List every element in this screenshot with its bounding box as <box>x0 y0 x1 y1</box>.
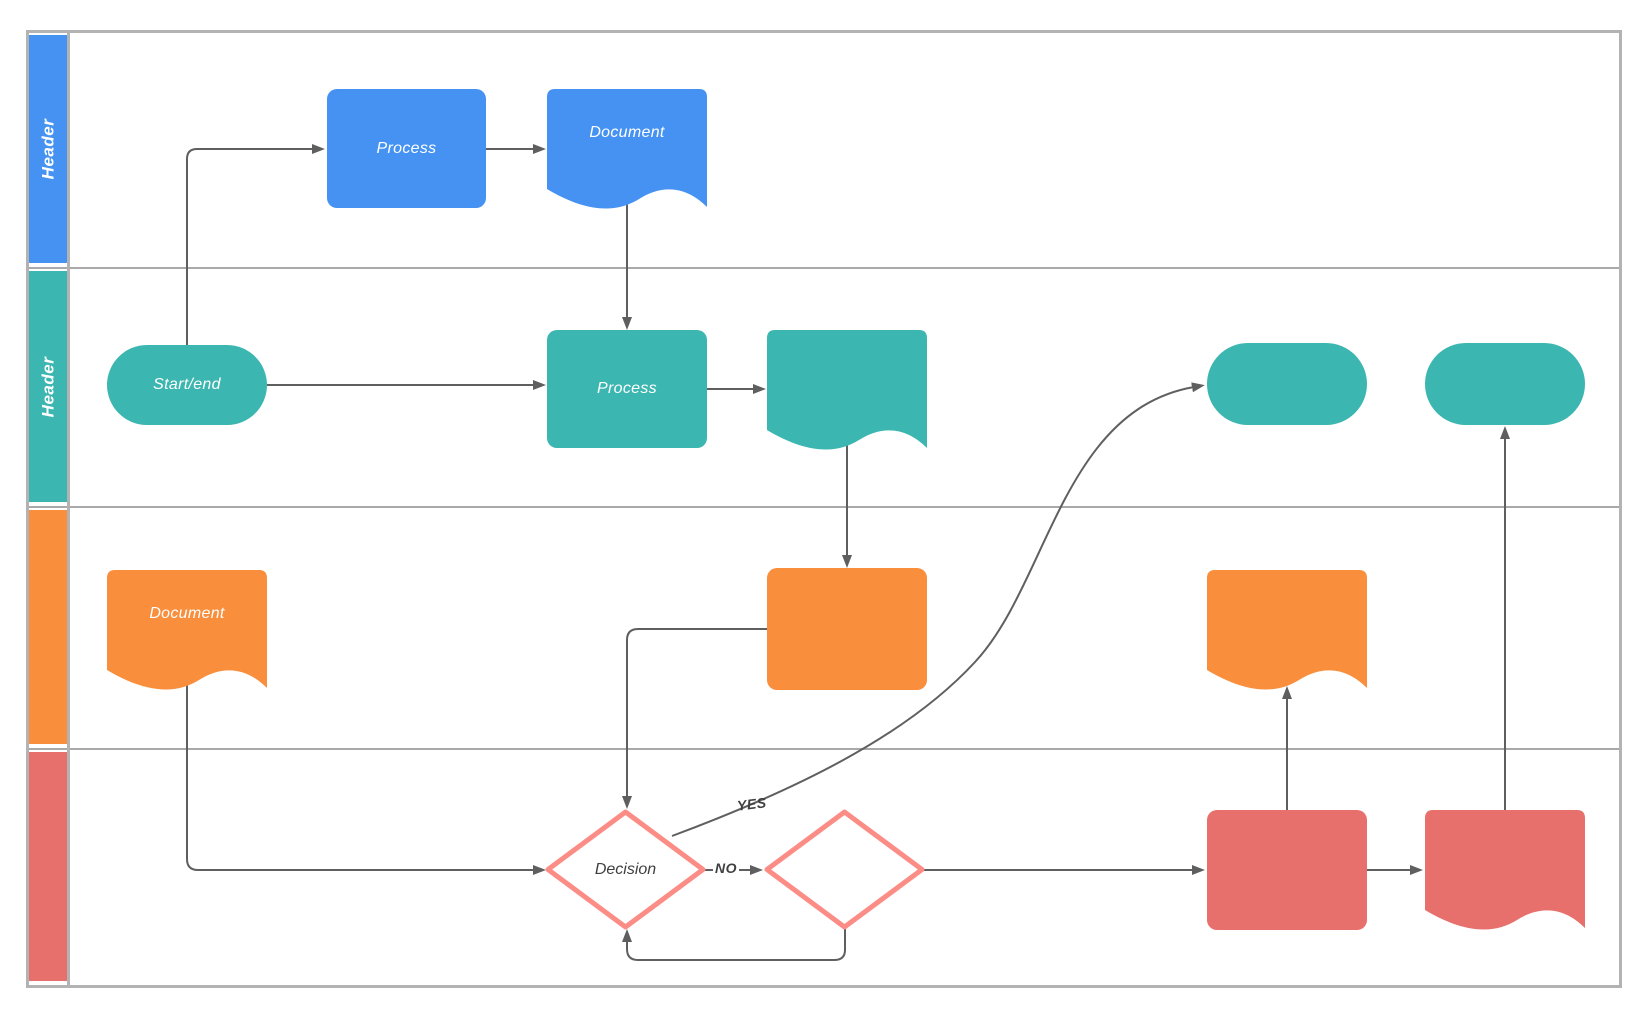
document-shape <box>1425 810 1585 930</box>
lane-row-1: Header <box>29 33 1619 269</box>
start-end-label: Start/end <box>153 376 221 393</box>
decision-second-label <box>762 807 927 932</box>
edge-label-no[interactable]: NO <box>713 860 739 876</box>
process-orange-node[interactable] <box>767 568 927 690</box>
document-blue-node[interactable]: Document <box>547 89 707 209</box>
terminator-right-1-node[interactable] <box>1207 343 1367 425</box>
lane-header-band-blue[interactable]: Header <box>29 35 67 263</box>
document-shape <box>1207 570 1367 690</box>
document-teal-node[interactable] <box>767 330 927 450</box>
lane-row-2: Header <box>29 269 1619 508</box>
process-teal-label: Process <box>597 380 657 397</box>
document-orange-left-label: Document <box>149 605 225 623</box>
decision-main-label: Decision <box>594 860 657 878</box>
connector-startend-to-process-blue[interactable] <box>186 144 325 345</box>
document-red-node[interactable] <box>1425 810 1585 930</box>
document-shape <box>767 330 927 450</box>
process-blue-node[interactable]: Process <box>327 89 486 208</box>
decision-main-node[interactable]: Decision <box>543 807 708 932</box>
terminator-right-2-node[interactable] <box>1425 343 1585 425</box>
process-blue-label: Process <box>376 139 437 157</box>
connector-document-orange-to-decision[interactable] <box>186 685 546 875</box>
decision-shape <box>545 809 706 930</box>
decision-second-node[interactable] <box>762 807 927 932</box>
connector-decision-second-loopback[interactable] <box>622 927 846 961</box>
connector-decision-yes-to-terminator[interactable] <box>671 382 1205 837</box>
document-orange-left-node[interactable]: Document <box>107 570 267 690</box>
document-shape <box>547 89 707 209</box>
lane-band-divider <box>67 33 70 985</box>
lane-header-band-red[interactable] <box>29 752 67 981</box>
document-orange-right-label <box>1207 570 1367 659</box>
document-teal-label <box>767 330 927 419</box>
document-shape <box>107 570 267 690</box>
decision-shape <box>764 809 925 930</box>
lane-header-band-orange[interactable] <box>29 510 67 744</box>
lane-header-band-teal[interactable]: Header <box>29 271 67 502</box>
document-orange-right-node[interactable] <box>1207 570 1367 690</box>
process-teal-node[interactable]: Process <box>547 330 707 448</box>
start-end-node[interactable]: Start/end <box>107 345 267 425</box>
process-red-node[interactable] <box>1207 810 1367 930</box>
lane-row-3 <box>29 508 1619 750</box>
document-red-label <box>1425 810 1585 899</box>
document-blue-label: Document <box>589 124 665 142</box>
lane-row-4 <box>29 750 1619 985</box>
connector-process-orange-to-decision[interactable] <box>622 628 767 809</box>
